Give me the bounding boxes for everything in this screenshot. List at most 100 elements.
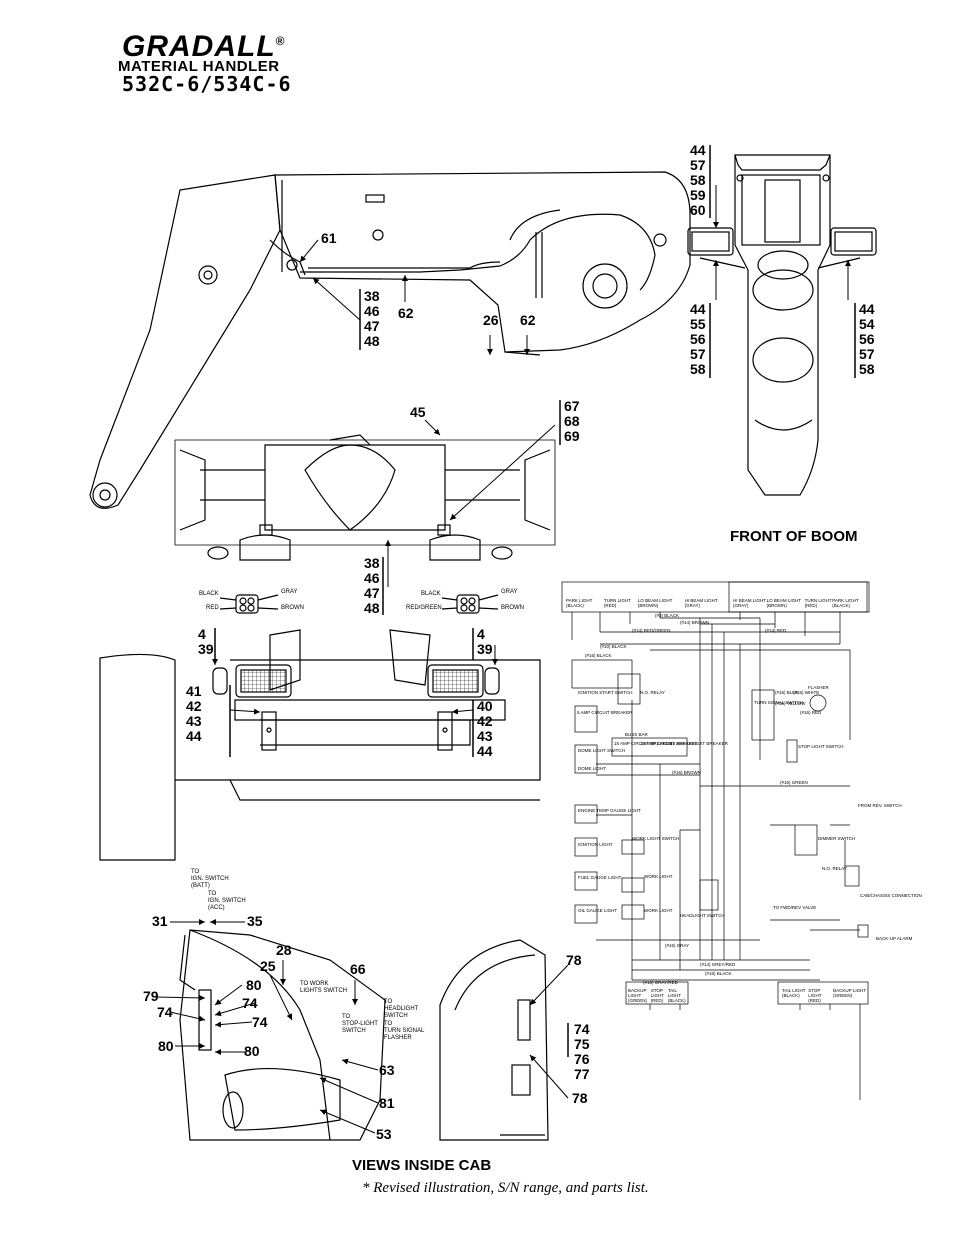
label-line: TO bbox=[384, 999, 393, 1005]
callout-stack-lamp-right-bottom: 40 42 43 44 bbox=[477, 699, 493, 759]
boom-side-view bbox=[89, 171, 691, 509]
label-work-lights: TO WORK LIGHTS SWITCH bbox=[300, 981, 347, 995]
callout-26: 26 bbox=[483, 312, 499, 328]
schematic-component: ENGINE TEMP GAUGE LIGHT bbox=[578, 808, 641, 813]
callout-item: 39 bbox=[477, 641, 493, 657]
schematic-wire: (#14) RED/GREEN bbox=[632, 628, 671, 633]
schematic-component: FLASHER bbox=[808, 685, 829, 690]
schematic-wire: (#16) GRAY bbox=[665, 943, 690, 948]
label-line: TO bbox=[208, 891, 217, 897]
callout-66: 66 bbox=[350, 961, 366, 977]
label-line: FLASHER bbox=[384, 1035, 412, 1041]
callout-80a: 80 bbox=[246, 977, 262, 993]
callout-item: 58 bbox=[859, 361, 875, 377]
callout-item: 44 bbox=[477, 743, 493, 759]
label-line: IGN. SWITCH bbox=[191, 876, 229, 882]
schematic-light: PARK LIGHT (BLACK) bbox=[566, 598, 593, 608]
callout-63: 63 bbox=[379, 1062, 395, 1078]
callout-item: 43 bbox=[477, 728, 493, 744]
schematic-component: 5 AMP CIRCUIT BREAKER bbox=[577, 710, 633, 715]
callout-item: 39 bbox=[198, 641, 214, 657]
schematic-component: DIMMER SWITCH bbox=[818, 836, 856, 841]
callout-item: 46 bbox=[364, 570, 380, 586]
schematic-component: WORK LIGHT bbox=[644, 874, 673, 879]
callout-stack-lamp-left: 4 39 bbox=[198, 627, 214, 657]
schematic-top-right-lights: HI BEAM LIGHT (GRAY) LO BEAM LIGHT (BROW… bbox=[733, 598, 863, 608]
label-line: TO bbox=[384, 1021, 393, 1027]
callout-item: 54 bbox=[859, 316, 875, 332]
callout-item: 58 bbox=[690, 172, 706, 188]
revision-note: * Revised illustration, S/N range, and p… bbox=[362, 1180, 649, 1196]
callout-25: 25 bbox=[260, 958, 276, 974]
cab-left-view bbox=[179, 929, 386, 1141]
schematic-light: BACKUP LIGHT (GREEN) bbox=[628, 988, 647, 1003]
product-subtitle: MATERIAL HANDLER bbox=[118, 58, 280, 75]
label-line: TO WORK bbox=[300, 981, 329, 987]
schematic-bottom-left-lights: BACKUP LIGHT (GREEN) STOP LIGHT (RED) TA… bbox=[628, 988, 686, 1003]
callout-item: 44 bbox=[859, 301, 875, 317]
callout-item: 44 bbox=[186, 728, 202, 744]
callout-item: 41 bbox=[186, 683, 202, 699]
callout-item: 59 bbox=[690, 187, 706, 203]
callout-item: 76 bbox=[574, 1051, 590, 1067]
callout-item: 42 bbox=[186, 698, 202, 714]
schematic-component: WORK LIGHT bbox=[644, 908, 673, 913]
connector-left-icon bbox=[219, 594, 279, 614]
callout-45: 45 bbox=[410, 404, 426, 420]
schematic-component: CAB/CHASSIS CONNECTION bbox=[860, 893, 922, 898]
brand-name: GRADALL bbox=[122, 30, 276, 63]
schematic-top-left-lights: PARK LIGHT (BLACK) TURN LIGHT (RED) LO B… bbox=[566, 598, 726, 608]
schematic-component: 15 AMP CIRCUIT BREAKER bbox=[670, 741, 728, 746]
callout-item: 43 bbox=[186, 713, 202, 729]
callout-item: 48 bbox=[364, 600, 380, 616]
registered-mark: ® bbox=[275, 34, 286, 48]
callout-stack-front-left: 44 55 56 57 58 bbox=[690, 302, 706, 377]
label-line: STOP-LIGHT bbox=[342, 1021, 378, 1027]
callout-stack-lamp-right: 4 39 bbox=[477, 627, 493, 657]
conn-left-tl: BLACK bbox=[199, 591, 219, 597]
schematic-light: LO BEAM LIGHT (BROWN) bbox=[766, 598, 802, 608]
schematic-component: STOP LIGHT SWITCH bbox=[798, 744, 844, 749]
schematic-wire: (#16) BLUE bbox=[775, 690, 799, 695]
callout-item: 4 bbox=[198, 626, 206, 642]
schematic-component: IGNITION START SWITCH bbox=[578, 690, 633, 695]
callout-item: 38 bbox=[364, 555, 380, 571]
schematic-light: BACKUP LIGHT (GREEN) bbox=[833, 988, 867, 998]
schematic-wire: (#16) GREEN bbox=[780, 780, 808, 785]
callout-item: 56 bbox=[690, 331, 706, 347]
callout-78a: 78 bbox=[566, 952, 582, 968]
rear-lamp-view bbox=[99, 629, 541, 861]
callout-item: 69 bbox=[564, 428, 580, 444]
label-line: IGN. SWITCH bbox=[208, 898, 246, 904]
callout-53: 53 bbox=[376, 1126, 392, 1142]
schematic-light: TAIL LIGHT (BLACK) bbox=[782, 988, 806, 998]
callout-80c: 80 bbox=[244, 1043, 260, 1059]
label-ign-acc: TO IGN. SWITCH (ACC) bbox=[208, 891, 246, 912]
callout-item: 57 bbox=[859, 346, 875, 362]
conn-right-br: BROWN bbox=[501, 605, 524, 611]
callout-74c: 74 bbox=[252, 1014, 268, 1030]
callout-item: 40 bbox=[477, 698, 493, 714]
schematic-component: FUEL GAUGE LIGHT bbox=[578, 875, 622, 880]
callout-61: 61 bbox=[321, 230, 337, 246]
label-line: HEADLIGHT bbox=[384, 1006, 419, 1012]
schematic-wire: (#3) BLACK bbox=[655, 613, 680, 618]
callout-item: 46 bbox=[364, 303, 380, 319]
conn-right-tl: BLACK bbox=[421, 591, 441, 597]
schematic-wire: (#16) BROWN bbox=[672, 770, 702, 775]
schematic-light: LO BEAM LIGHT (BROWN) bbox=[637, 598, 673, 608]
callout-78b: 78 bbox=[572, 1090, 588, 1106]
callout-item: 47 bbox=[364, 318, 380, 334]
brand-logo: GRADALL® bbox=[122, 30, 286, 64]
callout-item: 58 bbox=[690, 361, 706, 377]
schematic-component: FROM REV. SWITCH bbox=[858, 803, 902, 808]
wiring-schematic bbox=[561, 581, 870, 1100]
callout-item: 56 bbox=[859, 331, 875, 347]
connector-right-icon bbox=[441, 594, 499, 614]
schematic-component: IGNITION LIGHT bbox=[578, 842, 613, 847]
callout-74b: 74 bbox=[157, 1004, 173, 1020]
schematic-component: 15 AMP CIRCUIT BREAKER bbox=[614, 741, 672, 746]
callout-item: 55 bbox=[690, 316, 706, 332]
label-line: TURN SIGNAL bbox=[384, 1028, 425, 1034]
